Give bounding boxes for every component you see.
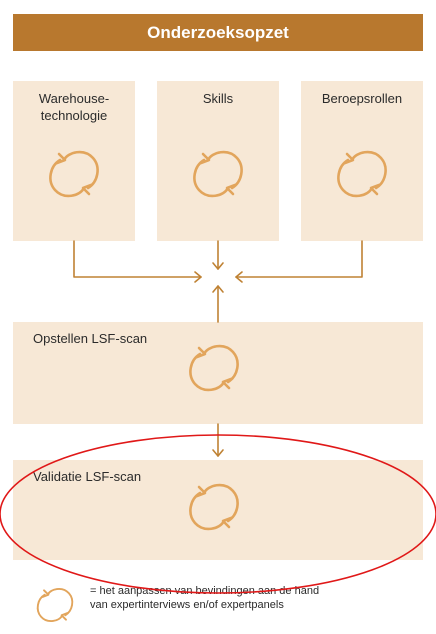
column-label-warehouse-technologie: Warehouse- technologie [38, 91, 110, 123]
stage-box-opstellen: Opstellen LSF-scan [13, 322, 423, 424]
legend-refresh-cycle-icon [36, 587, 74, 623]
refresh-cycle-icon [337, 150, 387, 198]
column-label-beroepsrollen: Beroepsrollen [321, 91, 403, 106]
legend-line-1: = het aanpassen van bevindingen aan de h… [90, 585, 320, 597]
legend-text: = het aanpassen van bevindingen aan de h… [90, 584, 319, 612]
refresh-cycle-icon [189, 344, 239, 392]
stage-label-validatie: Validatie LSF-scan [33, 469, 142, 484]
column-box-beroepsrollen: Beroepsrollen [301, 81, 423, 241]
diagram-title: Onderzoeksopzet [13, 14, 423, 51]
column-box-warehouse-technologie: Warehouse- technologie [13, 81, 135, 241]
refresh-cycle-icon [193, 150, 243, 198]
stage-label-opstellen: Opstellen LSF-scan [33, 331, 148, 346]
legend-line-2: van expertinterviews en/of expertpanels [90, 599, 284, 611]
column-box-skills: Skills [157, 81, 279, 241]
refresh-cycle-icon [189, 483, 239, 531]
column-label-skills: Skills [202, 91, 234, 106]
refresh-cycle-icon [49, 150, 99, 198]
